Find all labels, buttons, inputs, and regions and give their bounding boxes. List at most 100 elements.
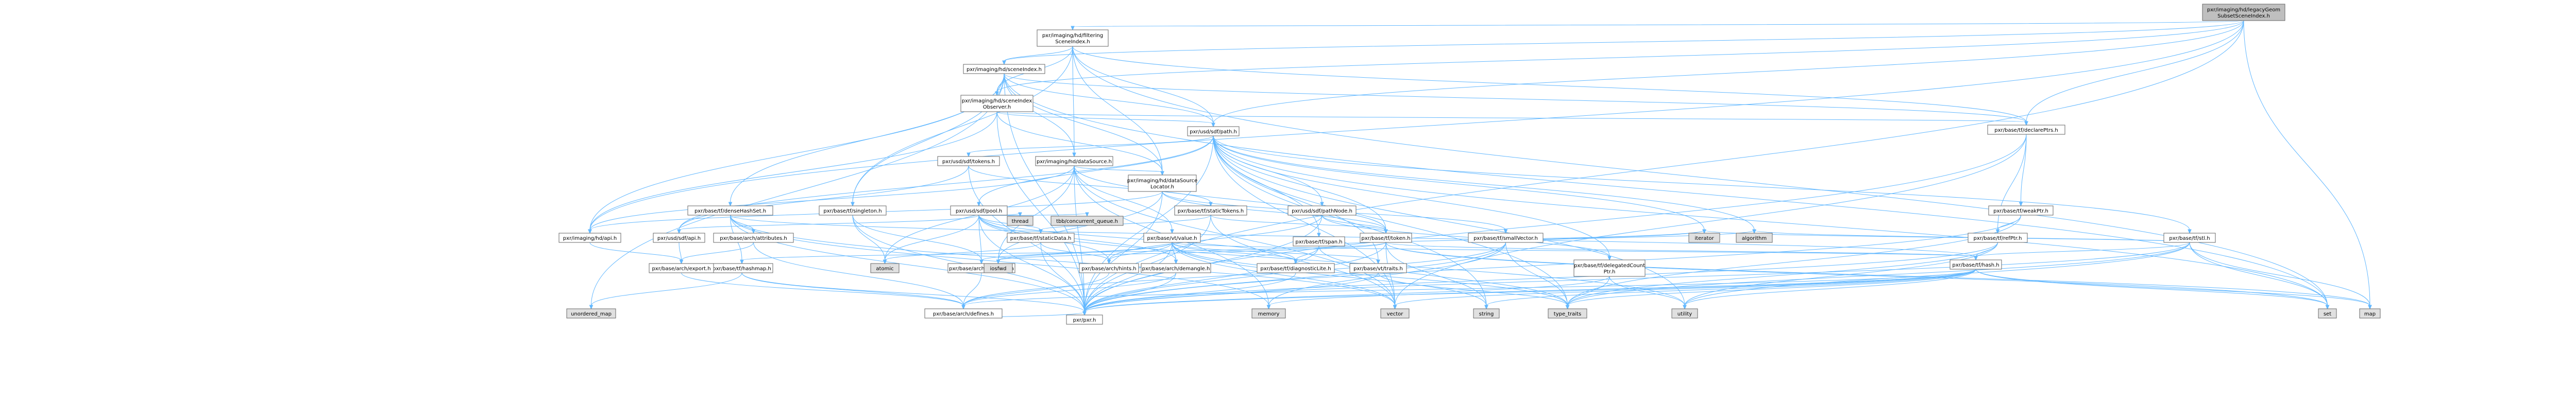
edge-demangle-to-pxrH <box>1082 272 1176 316</box>
node-smallVector[interactable]: pxr/base/tf/smallVector.h <box>1468 233 1544 243</box>
node-singleton[interactable]: pxr/base/tf/singleton.h <box>819 205 887 216</box>
node-label: pxr/base/tf/hash.h <box>1952 262 1999 268</box>
edge-declarePtrs-to-pxrH <box>1082 134 2027 316</box>
edge-stlH-to-typeTraits <box>1565 242 2190 310</box>
edge-sdfPath-to-algorithm <box>1213 135 1756 234</box>
node-label: Observer.h <box>983 104 1011 110</box>
node-label: pxr/pxr.h <box>1073 318 1096 323</box>
node-label: memory <box>1258 311 1280 317</box>
node-label: Ptr.h <box>1604 269 1616 275</box>
edge-tfToken-to-iosfwd <box>996 242 1386 265</box>
node-label: pxr/imaging/hd/legacyGeom <box>2207 7 2280 13</box>
node-label: pxr/base/tf/hashmap.h <box>713 266 771 272</box>
node-label: pxr/base/tf/delegatedCount <box>1574 263 1645 269</box>
edge-root-to-declarePtrs <box>2024 20 2244 126</box>
node-label: pxr/imaging/hd/dataSource.h <box>1037 159 1112 165</box>
edge-tfHash-to-string <box>1484 269 1976 310</box>
node-label: tbb/concurrent_queue.h <box>1056 219 1118 224</box>
edge-sceneIndex-to-denseHashSet <box>728 73 1005 207</box>
node-label: pxr/base/arch/defines.h <box>933 311 994 317</box>
edge-sceneIndexObserver-to-sdfPath <box>996 111 1215 128</box>
node-dataSource[interactable]: pxr/imaging/hd/dataSource.h <box>1035 156 1113 166</box>
node-hashmap[interactable]: pxr/base/tf/hashmap.h <box>710 263 773 273</box>
node-diagnosticLite[interactable]: pxr/base/tf/diagnosticLite.h <box>1257 263 1335 273</box>
node-label: pxr/base/vt/value.h <box>1147 236 1197 241</box>
node-label: pxr/base/tf/staticData.h <box>1010 236 1072 241</box>
edge-staticTokens-to-staticData <box>1039 215 1211 234</box>
node-label: SceneIndex.h <box>1055 39 1090 45</box>
node-label: pxr/base/tf/token.h <box>1361 236 1410 241</box>
node-label: type_traits <box>1554 311 1581 317</box>
node-set: set <box>2318 308 2337 319</box>
node-label: pxr/base/arch/export.h <box>652 266 710 272</box>
node-label: iosfwd <box>990 266 1007 272</box>
node-label: thread <box>1012 219 1029 224</box>
node-archHints[interactable]: pxr/base/arch/hints.h <box>1079 263 1139 273</box>
node-declarePtrs[interactable]: pxr/base/tf/declarePtrs.h <box>1987 125 2065 135</box>
node-staticData[interactable]: pxr/base/tf/staticData.h <box>1007 233 1075 243</box>
edge-tfHash-to-map <box>1975 269 2372 310</box>
node-vtValue[interactable]: pxr/base/vt/value.h <box>1143 233 1201 243</box>
node-pxrH[interactable]: pxr/pxr.h <box>1066 314 1103 325</box>
node-label: pxr/base/arch/attributes.h <box>720 236 787 241</box>
node-label: pxr/usd/sdf/api.h <box>657 236 701 241</box>
node-refPtr[interactable]: pxr/base/tf/refPtr.h <box>1968 233 2028 243</box>
node-string: string <box>1473 308 1500 319</box>
edge-dataSource-to-vtValue <box>1074 165 1174 234</box>
node-weakPtr[interactable]: pxr/base/tf/weakPtr.h <box>1988 205 2054 216</box>
edge-stlH-to-tfHash <box>1974 242 2190 261</box>
edge-dataSource-to-dataSourceLocator <box>1074 165 1164 176</box>
node-map: map <box>2359 308 2381 319</box>
edge-sceneIndex-to-dataSource <box>1004 73 1076 157</box>
edge-weakPtr-to-refPtr <box>1995 215 2021 234</box>
edge-declarePtrs-to-weakPtr <box>2019 134 2027 207</box>
edge-sceneIndex-to-hdApi <box>588 73 1005 234</box>
node-unorderedMap: unordered_map <box>566 308 616 319</box>
node-archDefines[interactable]: pxr/base/arch/defines.h <box>924 308 1003 319</box>
node-label: set <box>2324 311 2331 317</box>
node-label: Locator.h <box>1150 184 1174 190</box>
edge-pathNode-to-tfToken <box>1321 215 1388 234</box>
nodes-layer: pxr/imaging/hd/legacyGeomSubsetSceneInde… <box>558 4 2381 325</box>
node-label: pxr/usd/sdf/pathNode.h <box>1292 208 1352 214</box>
node-root[interactable]: pxr/imaging/hd/legacyGeomSubsetSceneInde… <box>2202 4 2285 21</box>
node-demangle[interactable]: pxr/base/arch/demangle.h <box>1141 263 1211 273</box>
edge-sdfApi-to-archExport <box>679 242 684 265</box>
node-vector: vector <box>1380 308 1410 319</box>
node-stlH[interactable]: pxr/base/tf/stl.h <box>2163 233 2216 243</box>
edge-sdfPath-to-tfToken <box>1213 135 1388 234</box>
edge-root-to-filtering <box>1071 20 2244 31</box>
node-label: pxr/base/tf/singleton.h <box>823 208 882 214</box>
node-hdApi[interactable]: pxr/imaging/hd/api.h <box>558 233 621 243</box>
node-sdfTokens[interactable]: pxr/usd/sdf/tokens.h <box>937 156 1000 166</box>
node-span[interactable]: pxr/base/tf/span.h <box>1293 236 1345 247</box>
edge-hdApi-to-archExport <box>589 242 684 265</box>
node-sdfPath[interactable]: pxr/usd/sdf/path.h <box>1187 126 1240 136</box>
edge-tfToken-to-pxrH <box>1082 242 1386 316</box>
node-denseHashSet[interactable]: pxr/base/tf/denseHashSet.h <box>687 205 773 216</box>
node-archExport[interactable]: pxr/base/arch/export.h <box>649 263 714 273</box>
node-label: pxr/usd/sdf/tokens.h <box>942 159 995 165</box>
node-sdfPool[interactable]: pxr/usd/sdf/pool.h <box>950 205 1008 216</box>
node-vtTraits[interactable]: pxr/base/vt/traits.h <box>1349 263 1407 273</box>
node-sceneIndex[interactable]: pxr/imaging/hd/sceneIndex.h <box>963 64 1045 74</box>
edge-delegatedCount-to-utility <box>1609 276 1687 310</box>
edge-tfToken-to-hashmap <box>740 242 1386 265</box>
node-staticTokens[interactable]: pxr/base/tf/staticTokens.h <box>1174 205 1247 216</box>
node-archAttributes[interactable]: pxr/base/arch/attributes.h <box>713 233 794 243</box>
node-tfToken[interactable]: pxr/base/tf/token.h <box>1360 233 1412 243</box>
edge-filtering-to-dataSource <box>1072 46 1076 157</box>
node-label: pxr/base/arch/pragmas.h <box>949 266 1014 272</box>
node-tbbQueue: tbb/concurrent_queue.h <box>1050 216 1124 226</box>
node-pathNode[interactable]: pxr/usd/sdf/pathNode.h <box>1287 205 1357 216</box>
edge-sceneIndex-to-declarePtrs <box>1004 73 2028 126</box>
node-tfHash[interactable]: pxr/base/tf/hash.h <box>1950 259 2002 270</box>
edge-dataSource-to-pxrH <box>1074 165 1087 316</box>
node-label: atomic <box>876 266 893 272</box>
node-sdfApi[interactable]: pxr/usd/sdf/api.h <box>653 233 705 243</box>
